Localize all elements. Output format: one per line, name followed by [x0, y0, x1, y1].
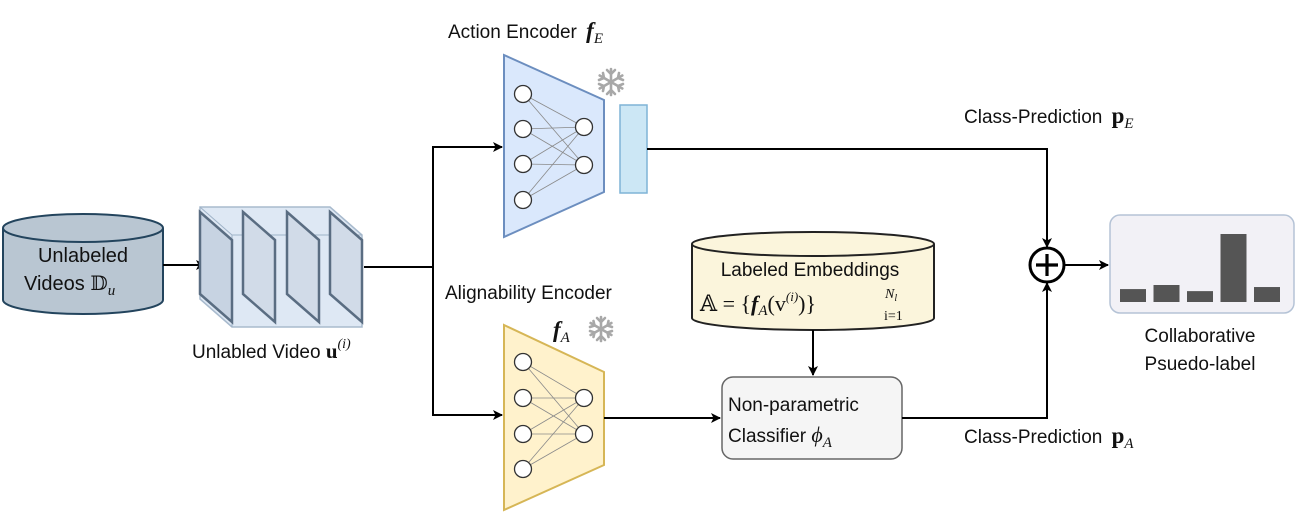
arrow-alignability-prediction-to-combine	[902, 282, 1052, 419]
video-frame	[328, 209, 364, 325]
video-frame	[198, 209, 234, 325]
pseudo-label-bar	[1187, 291, 1213, 302]
pseudo-label-bar	[1220, 234, 1247, 302]
embeddings-label: Labeled Embeddings	[721, 260, 900, 281]
pseudo-label-panel	[1109, 214, 1295, 314]
classifier-label-line2: Classifier ϕA	[728, 422, 833, 451]
pseudo-label-bars	[1120, 234, 1280, 302]
neuron-node	[513, 352, 533, 372]
embeddings-formula-superscript: Nl	[884, 287, 897, 304]
neuron-node	[513, 424, 533, 444]
prediction-e-label: Class-Prediction pE	[964, 103, 1134, 132]
pseudo-label-bar	[1120, 289, 1146, 302]
action-encoder	[503, 53, 605, 239]
database-label-line2: Videos 𝔻u	[24, 273, 115, 299]
arrow-video-to-alignability-encoder	[432, 267, 503, 420]
neuron-node	[513, 119, 533, 139]
embeddings-formula-subscript: i=1	[884, 309, 903, 324]
video-frames	[198, 206, 364, 328]
neuron-node	[513, 388, 533, 408]
pseudo-label-bar	[1153, 285, 1180, 302]
alignability-encoder-symbol: fA	[553, 317, 571, 346]
neuron-node	[513, 190, 533, 210]
output-label-line1: Collaborative	[1145, 326, 1256, 347]
neuron-node	[574, 155, 594, 175]
classifier-label-line1: Non-parametric	[728, 395, 859, 416]
combine-plus-icon	[1028, 246, 1066, 284]
snowflake-icon	[588, 315, 614, 343]
alignability-encoder-label: Alignability Encoder	[445, 283, 613, 304]
embeddings-formula: 𝔸 = {fA(v(i))}	[699, 289, 816, 319]
pseudo-label-bar	[1254, 287, 1280, 302]
neuron-node	[574, 424, 594, 444]
non-parametric-classifier: Non-parametric Classifier ϕA	[721, 376, 903, 460]
neuron-node	[574, 388, 594, 408]
arrow-video-to-action-encoder	[364, 142, 503, 268]
video-frame	[285, 209, 321, 325]
action-encoder-label: Action Encoder fE	[448, 18, 603, 47]
neuron-node	[513, 84, 533, 104]
neuron-node	[513, 154, 533, 174]
prediction-a-label: Class-Prediction pA	[964, 423, 1134, 452]
output-label-line2: Psuedo-label	[1145, 354, 1256, 375]
arrow-action-prediction-to-combine	[647, 148, 1052, 248]
neuron-node	[574, 117, 594, 137]
snowflake-icon	[597, 67, 625, 97]
database-label-line1: Unlabeled	[38, 245, 128, 267]
labeled-embeddings-database: Labeled Embeddings 𝔸 = {fA(v(i))} Nl i=1	[691, 231, 935, 331]
neuron-node	[513, 459, 533, 479]
video-frame	[241, 209, 277, 325]
alignability-encoder	[503, 323, 605, 512]
unlabeled-videos-database: Unlabeled Videos 𝔻u	[2, 213, 164, 315]
video-label: Unlabled Video u(i)	[192, 337, 351, 363]
feature-vector	[619, 104, 648, 194]
